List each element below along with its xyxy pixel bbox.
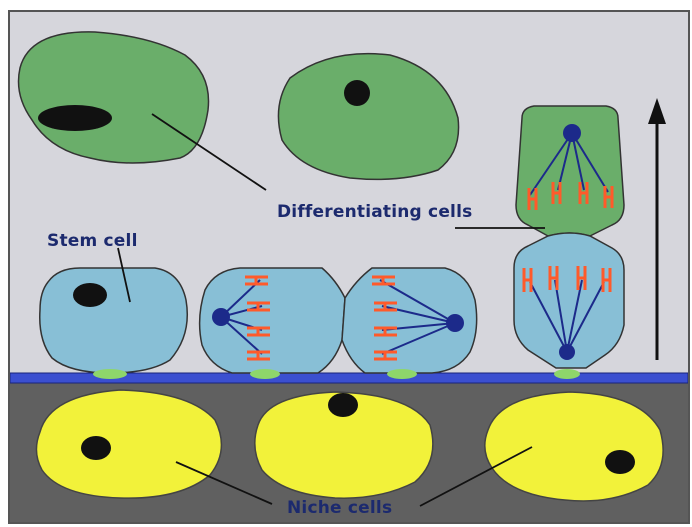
nucleus	[605, 450, 635, 474]
label-differentiating-cells: Differentiating cells	[277, 202, 472, 222]
nucleus	[328, 393, 358, 417]
centrosome	[212, 308, 230, 326]
nucleus	[38, 105, 112, 131]
niche-cell	[485, 392, 663, 501]
nucleus	[73, 283, 107, 307]
centrosome	[446, 314, 464, 332]
centrosome	[563, 124, 581, 142]
niche-cell	[36, 390, 221, 498]
stem-cell	[40, 268, 188, 373]
label-stem-cell: Stem cell	[47, 231, 138, 251]
label-niche-cells: Niche cells	[287, 498, 392, 518]
nucleus	[81, 436, 111, 460]
nucleus	[344, 80, 370, 106]
centrosome	[559, 344, 575, 360]
